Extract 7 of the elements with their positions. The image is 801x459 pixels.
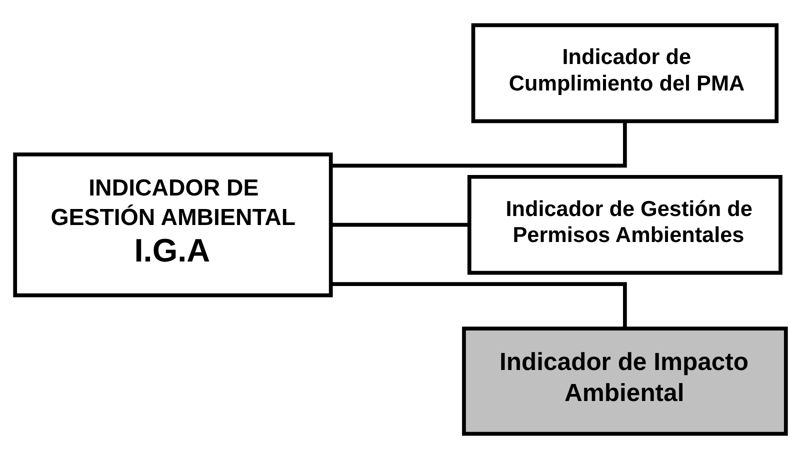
- node-box: Indicador de Cumplimiento del PMA: [471, 23, 779, 124]
- connector: [331, 222, 470, 227]
- connector: [331, 122, 627, 168]
- node-box: Indicador de Impacto Ambiental: [462, 326, 788, 436]
- connector: [331, 282, 627, 328]
- node-box: Indicador de Gestión de Permisos Ambientales: [467, 174, 782, 275]
- node-box: INDICADOR DE GESTIÓN AMBIENTAL I.G.A: [13, 152, 333, 298]
